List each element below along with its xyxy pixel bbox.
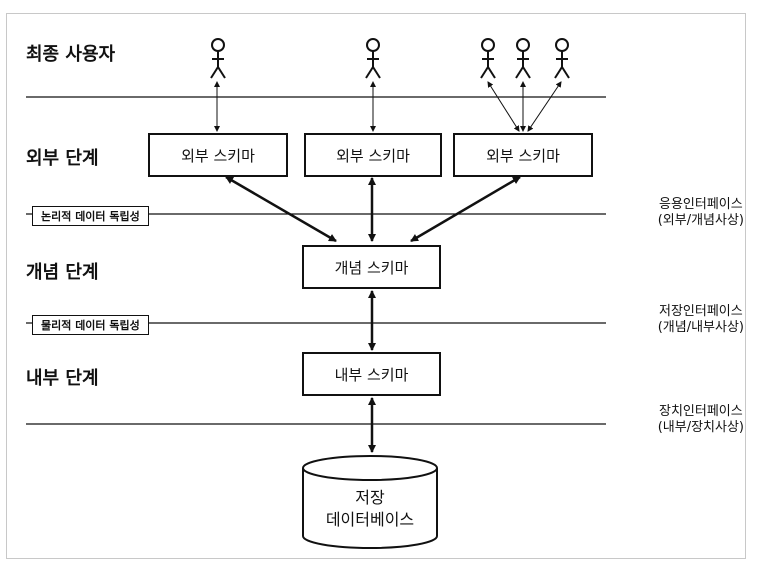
database-cylinder-icon [302, 455, 438, 549]
interface-mapping: (개념/내부사상) [657, 320, 744, 335]
user-figure-icon [515, 38, 531, 79]
interface-name: 장치인터페이스 [658, 404, 743, 419]
level-label-internal: 내부 단계 [26, 368, 99, 389]
conceptual-schema-box: 개념 스키마 [302, 245, 441, 289]
diagram-frame [6, 13, 746, 559]
user-figure-icon [554, 38, 570, 79]
interface-name: 저장인터페이스 [658, 304, 743, 319]
level-label-external: 외부 단계 [26, 148, 99, 169]
application-interface-label: 응용인터페이스 (외부/개념사상) [658, 197, 744, 229]
user-figure-icon [365, 38, 381, 79]
external-schema-box: 외부 스키마 [304, 133, 442, 177]
double-arrow-icon [225, 175, 337, 243]
logical-independence-tag: 논리적 데이터 독립성 [32, 206, 149, 226]
external-schema-box: 외부 스키마 [453, 133, 593, 177]
storage-interface-label: 저장인터페이스 (개념/내부사상) [658, 304, 744, 336]
double-arrow-icon [410, 175, 521, 243]
physical-independence-tag: 물리적 데이터 독립성 [32, 315, 149, 335]
database-label: 저장 데이터베이스 [303, 487, 437, 531]
double-arrow-icon [487, 81, 520, 132]
user-figure-icon [210, 38, 226, 79]
device-interface-label: 장치인터페이스 (내부/장치사상) [658, 404, 744, 436]
level-label-end-user: 최종 사용자 [26, 44, 116, 65]
interface-mapping: (외부/개념사상) [657, 213, 744, 228]
user-figure-icon [480, 38, 496, 79]
external-schema-box: 외부 스키마 [148, 133, 288, 177]
internal-schema-box: 내부 스키마 [302, 352, 441, 396]
interface-name: 응용인터페이스 [658, 197, 743, 212]
database-label-line1: 저장 [355, 488, 385, 507]
double-arrow-icon [527, 81, 562, 132]
level-label-conceptual: 개념 단계 [26, 262, 99, 283]
database-label-line2: 데이터베이스 [325, 510, 415, 529]
interface-mapping: (내부/장치사상) [657, 420, 744, 435]
